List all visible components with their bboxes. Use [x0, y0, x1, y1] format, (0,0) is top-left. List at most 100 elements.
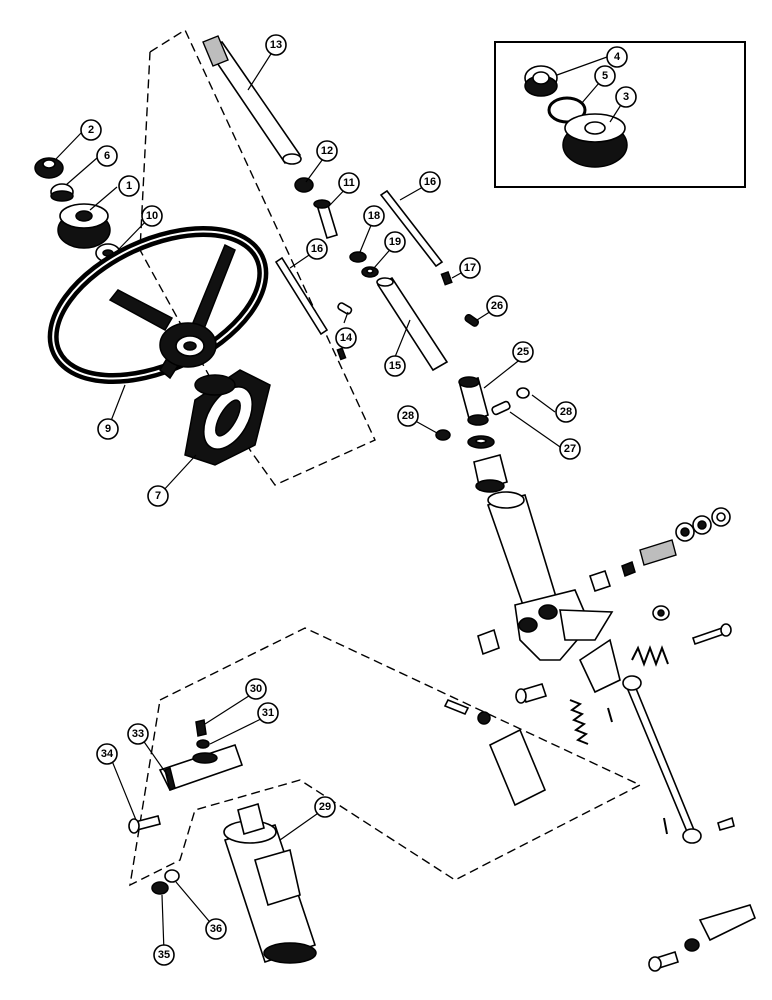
- svg-text:30: 30: [250, 683, 262, 695]
- washer-35: [151, 881, 169, 895]
- washer-19: [361, 266, 379, 278]
- nut-28-right: [516, 387, 530, 399]
- small-bushing-right: [588, 560, 636, 593]
- nuts-and-washers-right: [675, 507, 731, 542]
- callout-36: 36: [205, 918, 227, 940]
- roll-pin-26: [464, 313, 480, 327]
- nut-28-left: [435, 429, 451, 441]
- callout-7: 7: [147, 485, 169, 507]
- bushing-left-of-housing: [477, 628, 500, 656]
- callout-28-left: 28: [397, 405, 419, 427]
- lock-nut-12: [294, 177, 314, 193]
- svg-text:34: 34: [101, 748, 114, 760]
- svg-text:16: 16: [311, 243, 323, 255]
- callout-1: 1: [118, 175, 140, 197]
- svg-text:25: 25: [517, 346, 529, 358]
- svg-text:33: 33: [132, 728, 144, 740]
- svg-text:28: 28: [402, 410, 414, 422]
- column-housing: [486, 491, 614, 661]
- callout-33: 33: [127, 723, 149, 745]
- callout-28-right: 28: [555, 401, 577, 423]
- svg-text:12: 12: [321, 145, 333, 157]
- svg-text:1: 1: [126, 180, 132, 192]
- bolt-34: [128, 815, 161, 834]
- spring-right: [631, 645, 669, 667]
- svg-text:31: 31: [262, 707, 274, 719]
- callout-3: 3: [615, 86, 637, 108]
- callout-12: 12: [316, 140, 338, 162]
- svg-text:19: 19: [389, 236, 401, 248]
- svg-text:26: 26: [491, 300, 503, 312]
- callout-27: 27: [559, 438, 581, 460]
- callout-17: 17: [459, 257, 481, 279]
- rod-16-left: [274, 256, 329, 336]
- svg-text:35: 35: [158, 949, 170, 961]
- steering-shaft-13: [202, 35, 302, 165]
- callout-16-right: 16: [419, 171, 441, 193]
- spring-middle: [569, 699, 589, 745]
- bracket-right: [578, 638, 621, 694]
- bushing: [473, 454, 508, 493]
- cotter-pins: [607, 707, 668, 835]
- svg-text:13: 13: [270, 39, 282, 51]
- bracket-lower-middle: [488, 728, 547, 807]
- svg-text:5: 5: [602, 70, 608, 82]
- callout-35: 35: [153, 944, 175, 966]
- threaded-stud: [639, 539, 677, 566]
- svg-text:14: 14: [340, 332, 353, 344]
- universal-joint-25: [458, 376, 489, 426]
- bolt-left-middle: [443, 698, 491, 725]
- washer-31: [196, 739, 210, 749]
- mount-bracket-33: [158, 743, 244, 792]
- pin-17: [440, 270, 453, 286]
- callout-5: 5: [594, 65, 616, 87]
- linkage-rod: [622, 675, 702, 844]
- hub-nut-1: [57, 203, 111, 249]
- callout-10: 10: [141, 205, 163, 227]
- callout-9: 9: [97, 418, 119, 440]
- svg-text:9: 9: [105, 423, 111, 435]
- svg-text:6: 6: [104, 150, 110, 162]
- callout-29: 29: [314, 796, 336, 818]
- screw-30: [195, 719, 207, 737]
- pin-14: [337, 302, 353, 315]
- callout-2: 2: [80, 119, 102, 141]
- intermediate-shaft-15: [376, 276, 449, 372]
- svg-text:4: 4: [614, 51, 621, 63]
- callout-16-left: 16: [306, 238, 328, 260]
- leader-lines: [54, 45, 627, 953]
- callout-19: 19: [384, 231, 406, 253]
- callout-18: 18: [363, 205, 385, 227]
- callout-30: 30: [245, 678, 267, 700]
- svg-text:7: 7: [155, 490, 161, 502]
- callout-31: 31: [257, 702, 279, 724]
- svg-text:16: 16: [424, 176, 436, 188]
- bolt-middle: [515, 683, 548, 704]
- bolt-linkage-end: [717, 816, 735, 831]
- callout-34: 34: [96, 743, 118, 765]
- callout-14: 14: [335, 327, 357, 349]
- pin-11: [313, 199, 338, 239]
- bolt-right-top: [691, 623, 732, 646]
- svg-text:29: 29: [319, 801, 331, 813]
- svg-text:27: 27: [564, 443, 576, 455]
- svg-text:18: 18: [368, 210, 380, 222]
- inset-bearing: [524, 65, 558, 97]
- callout-13: 13: [265, 34, 287, 56]
- inset-hub-nut: [562, 113, 628, 168]
- callout-6: 6: [96, 145, 118, 167]
- pin-27: [491, 400, 511, 416]
- callout-4: 4: [606, 46, 628, 68]
- lock-nut-6: [50, 183, 74, 202]
- nut-36: [164, 869, 180, 883]
- small-pin-near-16: [336, 347, 347, 361]
- cap-nut-2: [34, 157, 64, 179]
- svg-text:3: 3: [623, 91, 629, 103]
- bottom-right-bracket: [648, 904, 757, 972]
- svg-text:36: 36: [210, 923, 222, 935]
- callout-25: 25: [512, 341, 534, 363]
- washer-18: [349, 251, 367, 263]
- svg-text:15: 15: [389, 360, 401, 372]
- column-shroud-7: [184, 369, 271, 466]
